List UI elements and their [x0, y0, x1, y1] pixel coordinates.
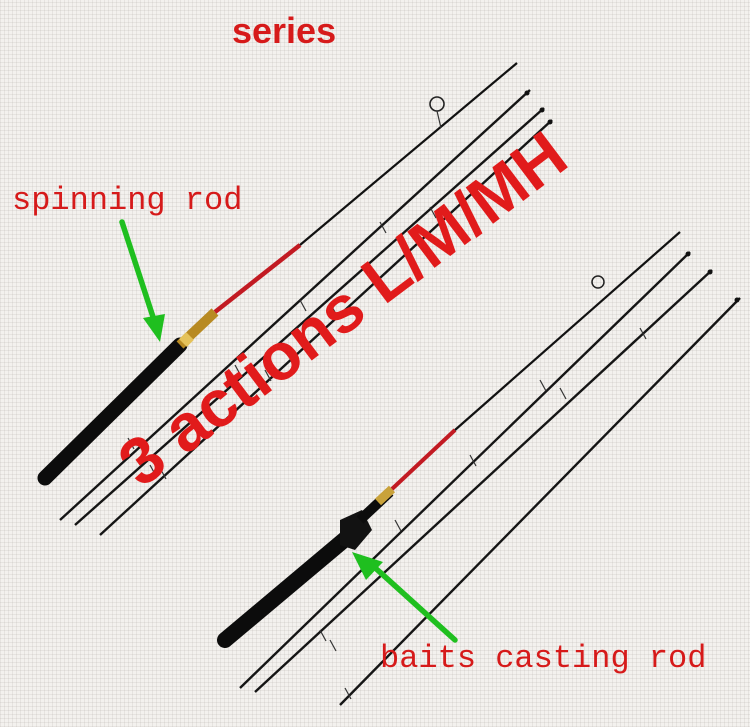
spinning-rod-butt [37, 62, 518, 486]
spinning-rod-tip-sections [59, 89, 553, 536]
casting-rod-label: baits casting rod [380, 640, 707, 677]
series-title: series [232, 10, 337, 51]
arrow-spinning [119, 219, 165, 342]
casting-rod-butt [217, 231, 681, 648]
casting-rod-set [217, 231, 741, 706]
spinning-rod-set [37, 62, 553, 536]
spinning-rod-label: spinning rod [12, 182, 243, 219]
arrow-casting [352, 552, 458, 643]
casting-rod-tip-sections [239, 251, 741, 706]
